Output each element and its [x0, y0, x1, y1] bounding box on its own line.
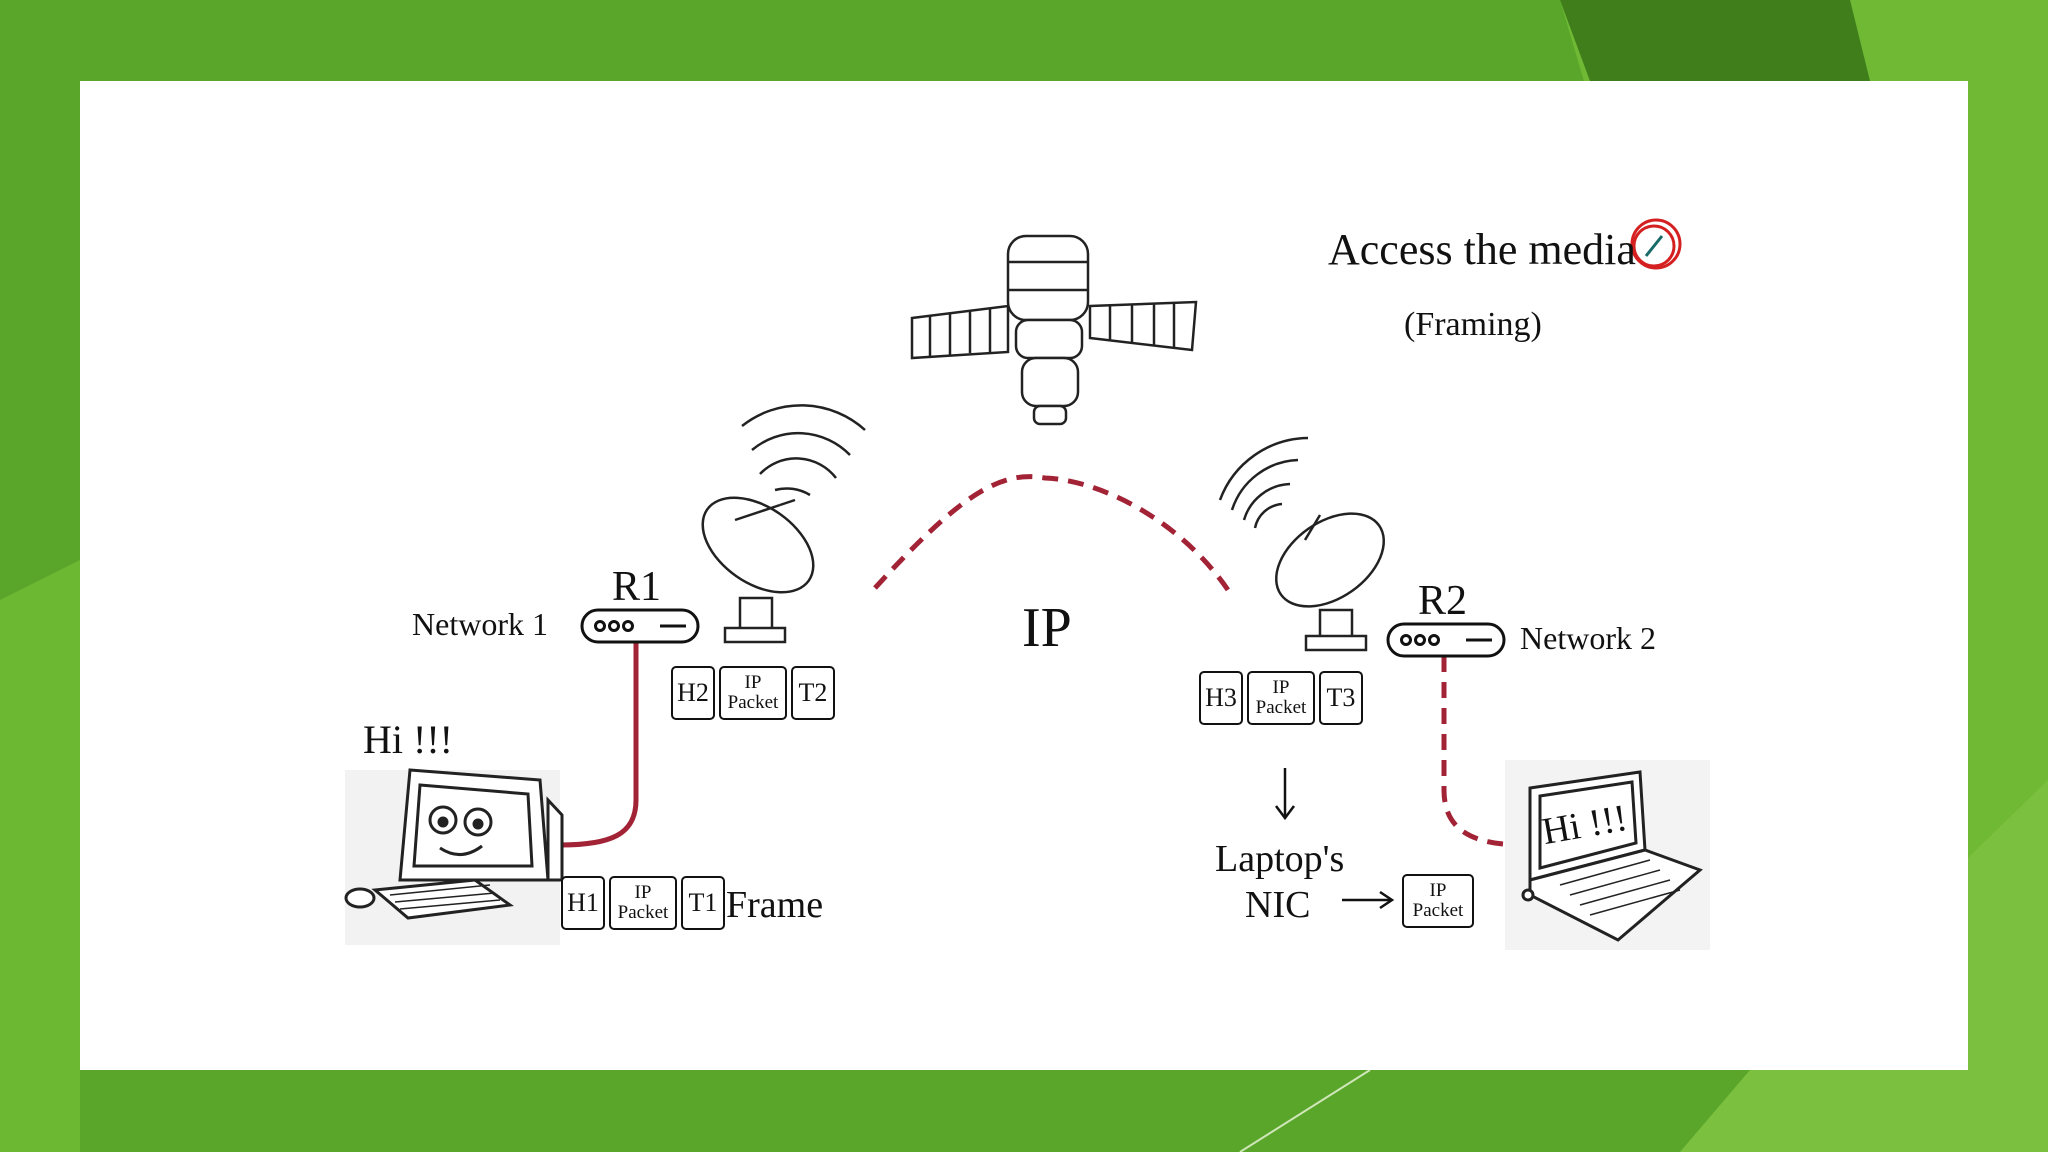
ip-link-arc — [873, 474, 1231, 592]
packet-label-packet: Packet — [1412, 900, 1464, 921]
packet-label-packet: Packet — [617, 902, 669, 923]
r1-desktop-link — [559, 640, 639, 848]
nic-label-line1: Laptop's — [1215, 838, 1345, 880]
desktop-message: Hi !!! — [363, 717, 453, 762]
highlight-circle-icon — [1630, 218, 1682, 270]
packet-label-ip: IP — [1429, 880, 1447, 902]
laptop-icon — [1505, 760, 1710, 950]
arrow-icon — [1342, 890, 1395, 910]
frame-header: H1 — [561, 876, 605, 930]
packet-label-packet: Packet — [727, 692, 779, 713]
dish-antenna-icon — [701, 404, 866, 644]
ip-packet-box: IP Packet — [1247, 671, 1315, 725]
router-icon — [1386, 622, 1506, 658]
network1-label: Network 1 — [412, 606, 548, 642]
frame-trailer: T1 — [681, 876, 725, 930]
slide-subtitle: (Framing) — [1404, 306, 1542, 343]
packet-label-ip: IP — [744, 672, 762, 694]
arrow-icon — [1275, 768, 1295, 821]
frame-h1-packet: H1 IP Packet T1 — [561, 876, 725, 930]
router-r2-label: R2 — [1418, 578, 1468, 624]
r2-laptop-link — [1441, 656, 1526, 848]
dish-antenna-icon — [1218, 436, 1386, 652]
router-r1-label: R1 — [612, 564, 662, 610]
frame-header: H3 — [1199, 671, 1243, 725]
network2-label: Network 2 — [1520, 620, 1656, 656]
packet-label-packet: Packet — [1255, 697, 1307, 718]
frame-trailer: T3 — [1319, 671, 1363, 725]
router-icon — [580, 608, 700, 644]
ip-packet-box: IP Packet — [609, 876, 677, 930]
ip-label: IP — [1022, 597, 1072, 659]
slide-title: Access the media — [1328, 225, 1636, 274]
nic-label-line2: NIC — [1245, 884, 1311, 926]
frame-header: H2 — [671, 666, 715, 720]
packet-label-ip: IP — [1272, 677, 1290, 699]
frame-trailer: T2 — [791, 666, 835, 720]
frame-h3-packet: H3 IP Packet T3 — [1199, 671, 1363, 725]
desktop-computer-icon — [344, 768, 564, 945]
satellite-icon — [910, 234, 1198, 426]
packet-label-ip: IP — [634, 882, 652, 904]
frame-h2-packet: H2 IP Packet T2 — [671, 666, 835, 720]
frame-label: Frame — [726, 884, 824, 926]
ip-packet-box: IP Packet — [1402, 874, 1474, 928]
decapsulated-ip-packet: IP Packet — [1402, 874, 1474, 928]
ip-packet-box: IP Packet — [719, 666, 787, 720]
